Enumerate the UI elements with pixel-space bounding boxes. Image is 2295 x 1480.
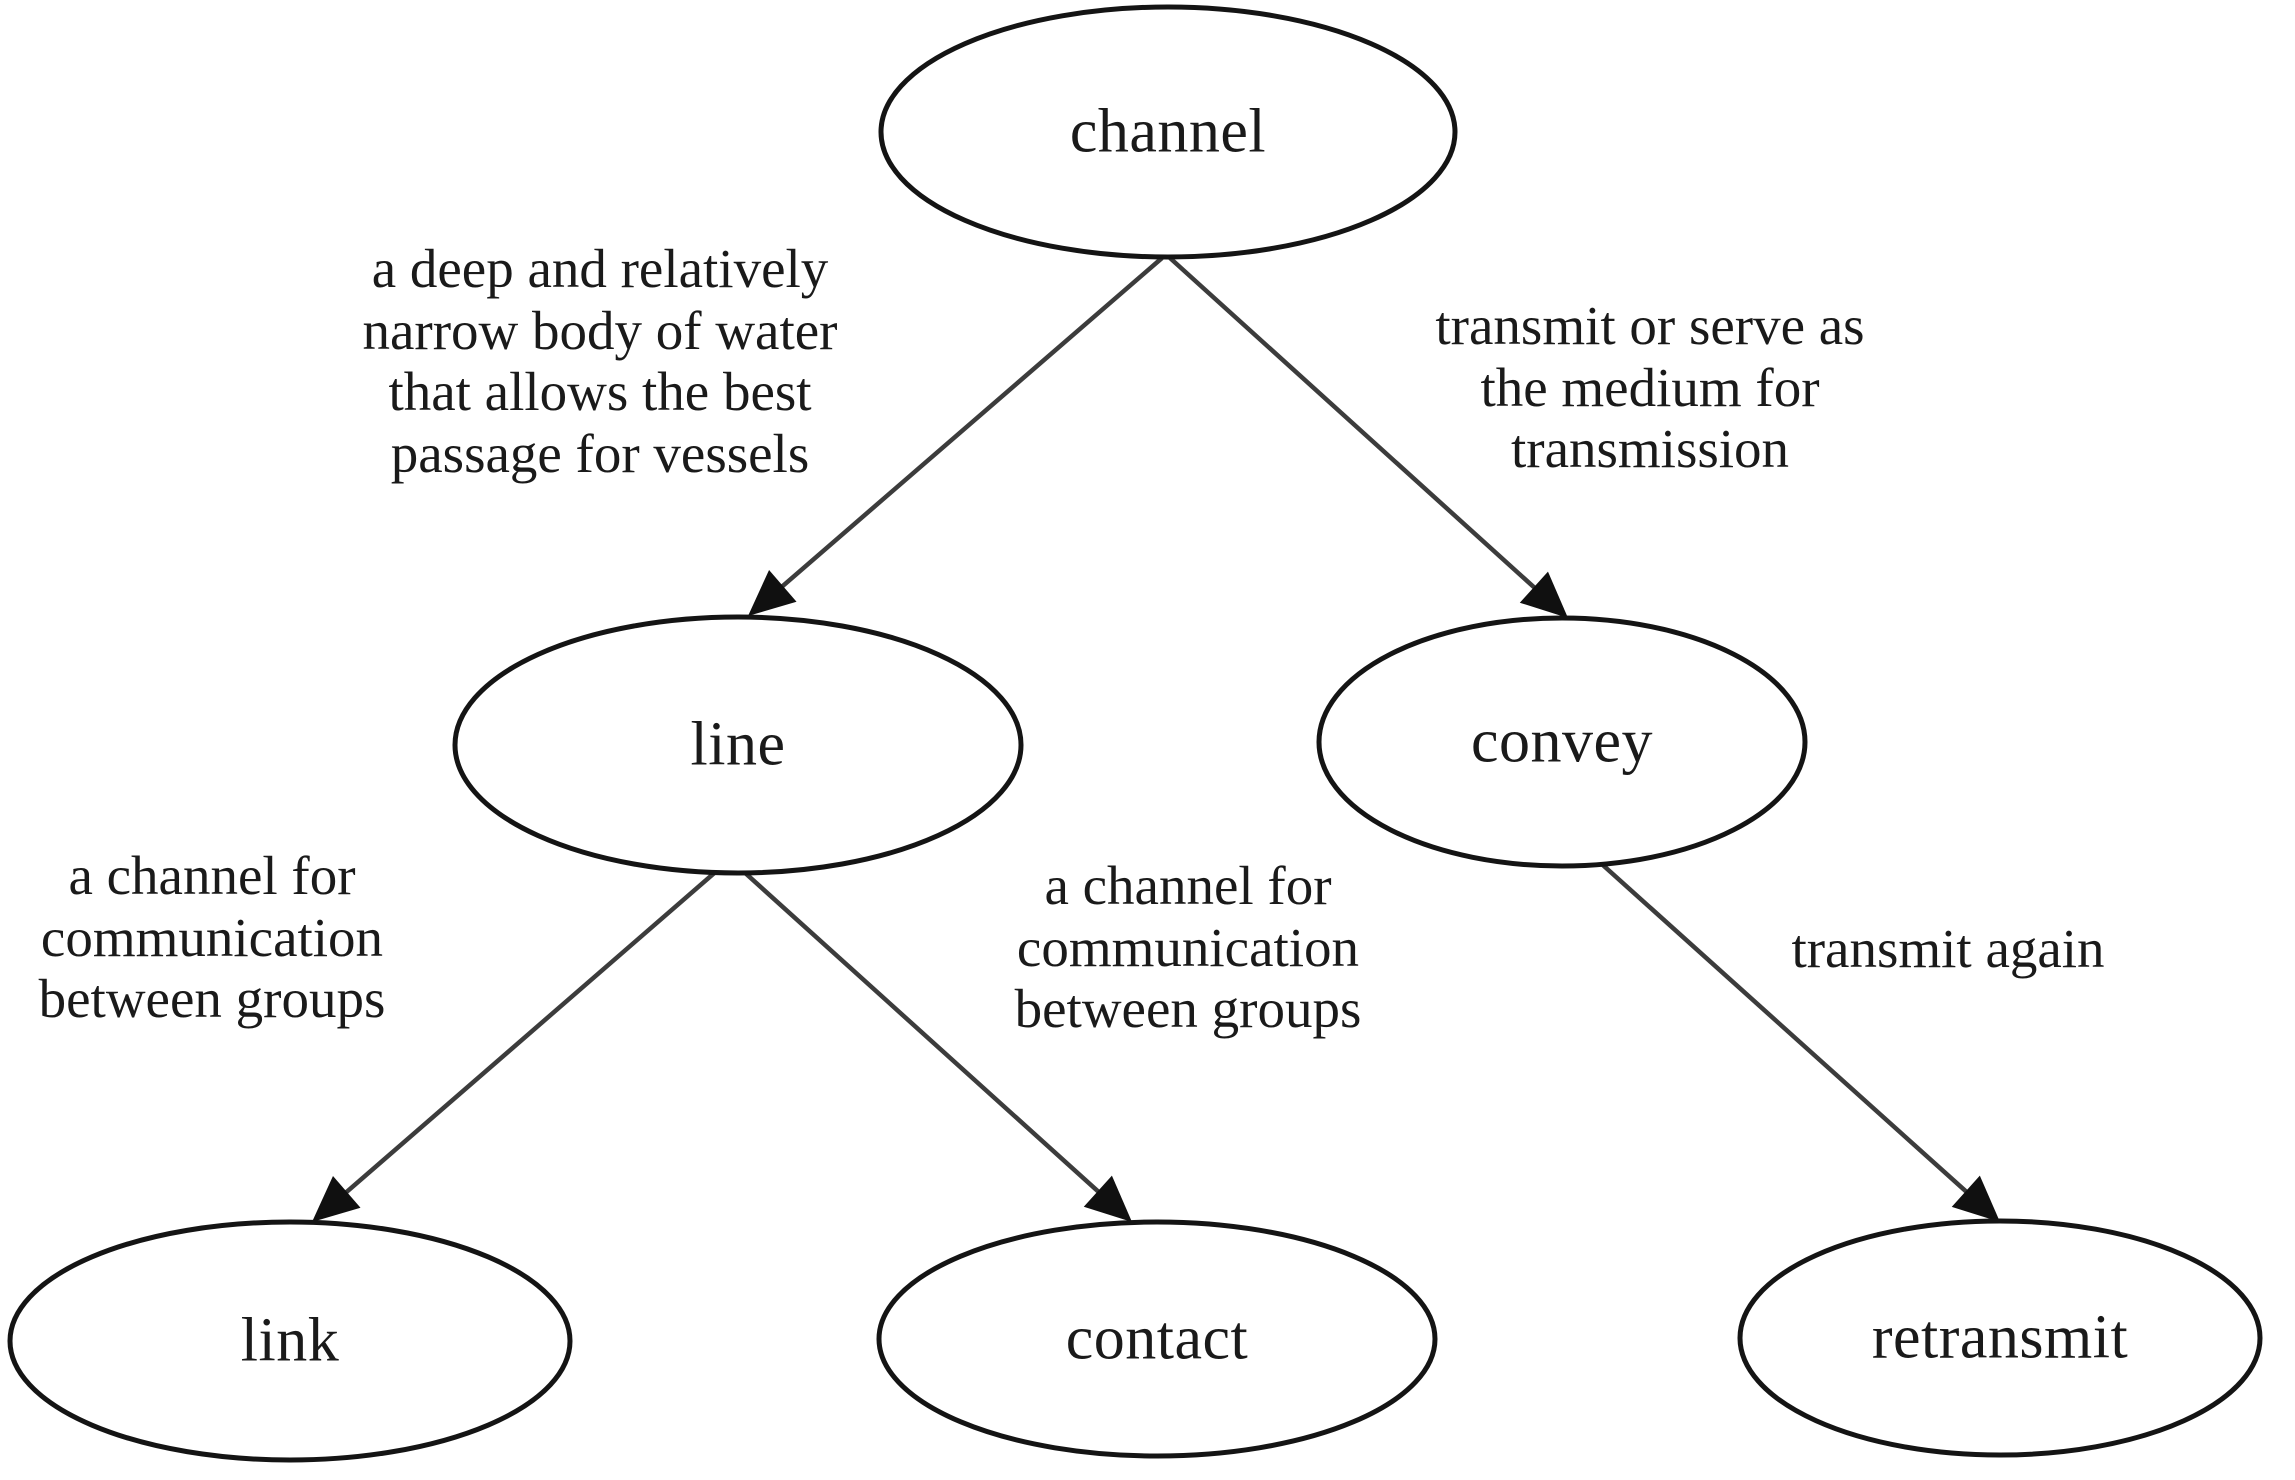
edge-line xyxy=(731,860,1106,1199)
nodes-layer xyxy=(7,4,2263,1463)
arrowhead-icon xyxy=(1951,1175,2000,1222)
edge-label-convey-retransmit: transmit again xyxy=(1791,918,2105,979)
edge-channel-line xyxy=(748,256,1164,616)
arrowhead-icon xyxy=(748,570,797,616)
edges-layer xyxy=(312,256,2000,1222)
node-label-contact: contact xyxy=(1065,1304,1249,1373)
edge-label-channel-line: a deep and relatively narrow body of wat… xyxy=(362,238,838,484)
edge-label-line-link: a channel for communication between grou… xyxy=(38,845,386,1030)
edge-convey-retransmit xyxy=(1593,856,2000,1222)
arrowhead-icon xyxy=(1519,571,1568,618)
edge-line xyxy=(1593,856,1974,1199)
edge-line-link xyxy=(312,860,729,1222)
arrowhead-icon xyxy=(1083,1175,1132,1222)
node-label-convey: convey xyxy=(1470,707,1654,776)
node-line[interactable] xyxy=(452,614,1024,876)
edge-line-contact xyxy=(731,860,1132,1222)
edge-line xyxy=(775,256,1164,593)
node-label-line: line xyxy=(690,710,786,779)
edge-line xyxy=(339,860,729,1199)
node-retransmit[interactable] xyxy=(1737,1218,2263,1458)
node-label-link: link xyxy=(240,1306,340,1375)
node-channel[interactable] xyxy=(878,4,1458,260)
arrowhead-icon xyxy=(312,1175,361,1222)
node-link[interactable] xyxy=(7,1219,573,1463)
node-convey[interactable] xyxy=(1316,615,1808,869)
edge-label-channel-convey: transmit or serve as the medium for tran… xyxy=(1435,295,1865,480)
edge-channel-convey xyxy=(1168,256,1568,618)
node-label-channel: channel xyxy=(1069,97,1267,166)
node-label-retransmit: retransmit xyxy=(1871,1303,2129,1372)
edge-label-line-contact: a channel for communication between grou… xyxy=(1014,855,1362,1040)
edge-line xyxy=(1168,256,1542,595)
node-contact[interactable] xyxy=(876,1219,1438,1459)
